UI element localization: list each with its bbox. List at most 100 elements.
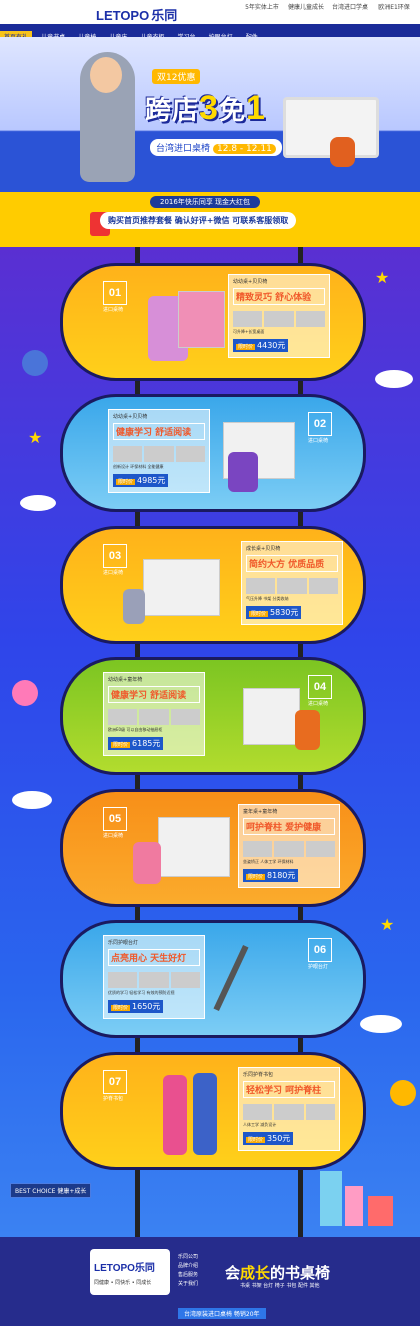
chair-image xyxy=(133,842,161,884)
star-icon: ★ xyxy=(380,915,395,934)
desk-image xyxy=(143,559,220,616)
card-headline: 呵护脊柱 爱护健康 xyxy=(243,818,335,835)
card-headline: 点亮用心 天生好灯 xyxy=(108,949,200,966)
coupon-pill: 2016年快乐同享 现金大红包 xyxy=(150,196,261,208)
coupon-text: 购买首页推荐套餐 确认好评+微信 可联系客服领取 xyxy=(100,212,297,229)
card-number: 03 xyxy=(103,544,127,568)
card-subtitle: 乐同护脊书包 xyxy=(243,1072,274,1078)
card-number: 06 xyxy=(308,938,332,962)
chair-image xyxy=(295,710,320,750)
card-caption: 欧洲E0级 可以自由移动抽屉柜 xyxy=(108,727,163,732)
cloud-decoration xyxy=(360,1015,402,1033)
chair-image xyxy=(330,137,355,167)
card-headline: 轻松学习 呵护脊柱 xyxy=(243,1081,335,1098)
footer-category-icons[interactable]: 书桌 书架 台灯 椅子 书包 配件 其他 xyxy=(240,1283,320,1289)
cloud-decoration xyxy=(12,791,52,809)
footer-badge: 台湾原装进口桌椅 畅销20年 xyxy=(178,1308,266,1319)
footer-link[interactable]: 乐同公司 xyxy=(178,1254,199,1260)
card-subtitle: 乐同护眼台灯 xyxy=(108,940,139,946)
card-headline: 健康学习 舒适阅读 xyxy=(108,686,200,703)
card-caption: 人体工学 减负设计 xyxy=(243,1122,277,1127)
product-card[interactable]: 05 进口桌椅 童年桌+童年椅 呵护脊柱 爱护健康 坐姿矫正 人体工学 环保材料… xyxy=(60,789,366,907)
footer-link[interactable]: 关于我们 xyxy=(178,1281,199,1287)
hero-title: 跨店3免1 xyxy=(145,89,266,127)
card-subtitle: 幼幼桌+贝贝椅 xyxy=(113,414,148,420)
card-tag: 护眼台灯 xyxy=(308,964,329,970)
footer: LETOPO乐同 同健康 • 同快乐 • 同成长 乐同公司 品牌介绍 售后服务 … xyxy=(0,1237,420,1326)
hero-date: 12.8 - 12.11 xyxy=(213,144,276,154)
top-tag: 健康儿童成长 xyxy=(287,4,324,11)
card-tag: 进口桌椅 xyxy=(308,438,329,444)
product-card[interactable]: 04 进口桌椅 幼幼桌+童年椅 健康学习 舒适阅读 欧洲E0级 可以自由移动抽屉… xyxy=(60,657,366,775)
desk-image xyxy=(158,817,230,877)
mascot-icon xyxy=(390,1080,416,1106)
card-number: 02 xyxy=(308,412,332,436)
card-caption: 优质的学习 轻松学习 有效的预防近视 xyxy=(108,990,175,995)
desk-image xyxy=(243,688,300,745)
kid-boy-image xyxy=(193,1073,217,1155)
star-icon: ★ xyxy=(375,268,390,287)
desk-image xyxy=(178,291,225,348)
card-tag: 进口桌椅 xyxy=(103,307,124,313)
card-subtitle: 童年桌+童年椅 xyxy=(243,809,278,815)
product-card[interactable]: 06 护眼台灯 乐同护眼台灯 点亮用心 天生好灯 优质的学习 轻松学习 有效的预… xyxy=(60,920,366,1038)
card-number: 01 xyxy=(103,281,127,305)
card-number: 07 xyxy=(103,1070,127,1094)
card-subtitle: 幼幼桌+童年椅 xyxy=(108,677,143,683)
card-number: 05 xyxy=(103,807,127,831)
feature-thumbs xyxy=(113,446,205,462)
card-tag: 进口桌椅 xyxy=(103,833,124,839)
coupon-band: 2016年快乐同享 现金大红包 购买首页推荐套餐 确认好评+微信 可联系客服领取 xyxy=(0,192,420,247)
card-headline: 简约大方 优质品质 xyxy=(246,555,338,572)
cloud-decoration xyxy=(20,495,56,511)
feature-thumbs xyxy=(108,972,200,988)
card-tag: 进口桌椅 xyxy=(103,570,124,576)
footer-link[interactable]: 售后服务 xyxy=(178,1272,199,1278)
top-tags: 5年实体上市 健康儿童成长台湾进口学桌 欧洲E1环保 xyxy=(240,4,416,12)
footer-link[interactable]: 品牌介绍 xyxy=(178,1263,199,1269)
footer-logo[interactable]: LETOPO乐同 同健康 • 同快乐 • 同成长 xyxy=(90,1249,170,1295)
card-caption: 坐姿矫正 人体工学 环保材料 xyxy=(243,859,294,864)
lamp-image xyxy=(213,945,249,1011)
kid-girl-image xyxy=(163,1075,187,1155)
city-illustration xyxy=(300,1166,400,1226)
product-card[interactable]: 03 进口桌椅 成长桌+贝贝椅 简约大方 优质品质 气压升降 书架 分类收纳 限… xyxy=(60,526,366,644)
card-tag: 护脊书包 xyxy=(103,1096,124,1102)
footer-slogan: 会成长的书桌椅 xyxy=(225,1265,331,1282)
card-caption: 创新设计 环保材料 全能健康 xyxy=(113,464,164,469)
feature-thumbs xyxy=(108,709,200,725)
top-tag: 台湾进口学桌 xyxy=(331,4,368,11)
top-tag: 欧洲E1环保 xyxy=(378,4,410,11)
top-tag: 5年实体上市 xyxy=(245,4,279,11)
mascot-icon xyxy=(22,350,48,376)
card-caption: 气压升降 书架 分类收纳 xyxy=(246,596,289,601)
kid-head xyxy=(90,57,122,93)
card-headline: 健康学习 舒适阅读 xyxy=(113,423,205,440)
feature-thumbs xyxy=(233,311,325,327)
card-tag: 进口桌椅 xyxy=(308,701,329,707)
feature-thumbs xyxy=(246,578,338,594)
hero-promo: 双12优惠 xyxy=(152,69,201,84)
best-choice-badge: BEST CHOICE 健康+成长 xyxy=(10,1183,92,1198)
card-number: 04 xyxy=(308,675,332,699)
main-nav: 首页有礼 儿童书桌 儿童椅 儿童床 儿童衣柜 学习台 护眼台灯 配件 xyxy=(0,24,420,44)
product-card[interactable]: 02 进口桌椅 幼幼桌+贝贝椅 健康学习 舒适阅读 创新设计 环保材料 全能健康… xyxy=(60,394,366,512)
